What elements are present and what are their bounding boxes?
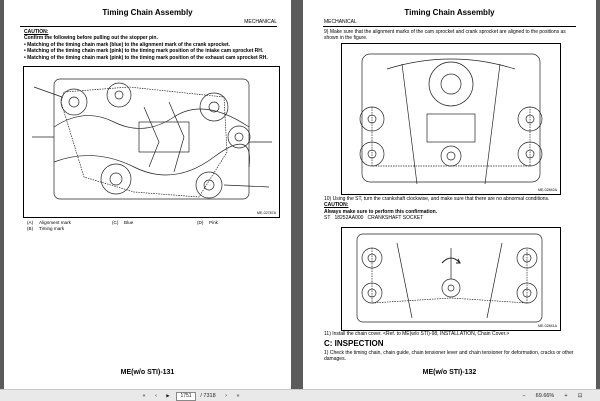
timing-chain-figure: ME-02787A: [23, 66, 280, 218]
last-page-button[interactable]: »: [236, 392, 240, 399]
caution-text: Always make sure to perform this confirm…: [324, 208, 438, 215]
page-footer: ME(w/o STI)-131: [120, 369, 175, 376]
section-heading: C: INSPECTION: [324, 339, 384, 348]
header-rule: [20, 26, 277, 27]
step-11: 11) Install the chain cover. <Ref. to ME…: [324, 331, 510, 337]
right-page: Timing Chain Assembly MECHANICAL 9) Make…: [303, 0, 596, 389]
next-page-button[interactable]: ›: [225, 392, 227, 399]
inspection-step-1: 1) Check the timing chain, chain guide, …: [324, 350, 574, 363]
section-label: MECHANICAL: [324, 19, 357, 25]
zoom-level[interactable]: 69.66%: [535, 392, 555, 399]
legend-text: Alignment mark: [39, 220, 71, 225]
sprocket-alignment-figure: ME-02842A: [341, 43, 561, 195]
engine-drawing: [359, 53, 543, 185]
caution-bullet: • Matching of the timing chain mark (blu…: [24, 41, 230, 48]
header-rule: [323, 26, 576, 27]
step-10: 10) Using the ST, turn the crankshaft cl…: [324, 196, 550, 202]
caution-bullet: • Matching of the timing chain mark (pin…: [24, 48, 264, 55]
legend-key: (D): [197, 220, 204, 225]
legend-text: Pink: [209, 220, 218, 225]
special-tool-line: ST 18252AA000 CRANKSHAFT SOCKET: [324, 215, 424, 222]
caution-bullet: • Matching of the timing chain mark (pin…: [24, 54, 268, 61]
legend-key: (B): [27, 226, 34, 231]
fit-page-icon[interactable]: ⊡: [577, 392, 583, 399]
caution-heading: CAUTION:: [24, 29, 49, 35]
legend-text: Blue: [124, 220, 134, 225]
page-footer: ME(w/o STI)-132: [422, 369, 477, 376]
zoom-in-button[interactable]: +: [564, 392, 568, 399]
viewer-toolbar: « ‹ ▶ 1751 / 7318 › » − 69.66% + ⊡: [0, 389, 600, 401]
legend-key: (A): [27, 220, 34, 225]
section-label: MECHANICAL: [244, 19, 277, 25]
crankshaft-turn-figure: ME-02841A: [341, 227, 561, 331]
page-total: / 7318: [200, 392, 216, 399]
page-number-input[interactable]: 1751: [176, 391, 196, 401]
caution-block: CAUTION: Confirm the following before pu…: [24, 29, 279, 61]
step-9: 9) Make sure that the alignment marks of…: [324, 29, 566, 42]
zoom-out-button[interactable]: −: [522, 392, 526, 399]
legend-text: Timing mark: [39, 226, 65, 231]
prev-page-button[interactable]: ‹: [155, 392, 157, 399]
figure-code: ME-02842A: [538, 188, 557, 192]
caution-intro: Confirm the following before pulling out…: [24, 35, 158, 42]
step-10-block: 10) Using the ST, turn the crankshaft cl…: [324, 196, 584, 222]
legend-key: (C): [112, 220, 119, 225]
engine-drawing: [32, 78, 272, 200]
caution-heading: CAUTION:: [324, 202, 349, 209]
play-button[interactable]: ▶: [166, 392, 170, 398]
figure-code: ME-02787A: [257, 211, 276, 215]
engine-drawing: [356, 233, 543, 323]
figure-code: ME-02841A: [538, 324, 557, 328]
page-title: Timing Chain Assembly: [404, 8, 495, 17]
first-page-button[interactable]: «: [142, 392, 146, 399]
left-page: Timing Chain Assembly MECHANICAL CAUTION…: [4, 0, 291, 389]
page-title: Timing Chain Assembly: [102, 8, 193, 17]
